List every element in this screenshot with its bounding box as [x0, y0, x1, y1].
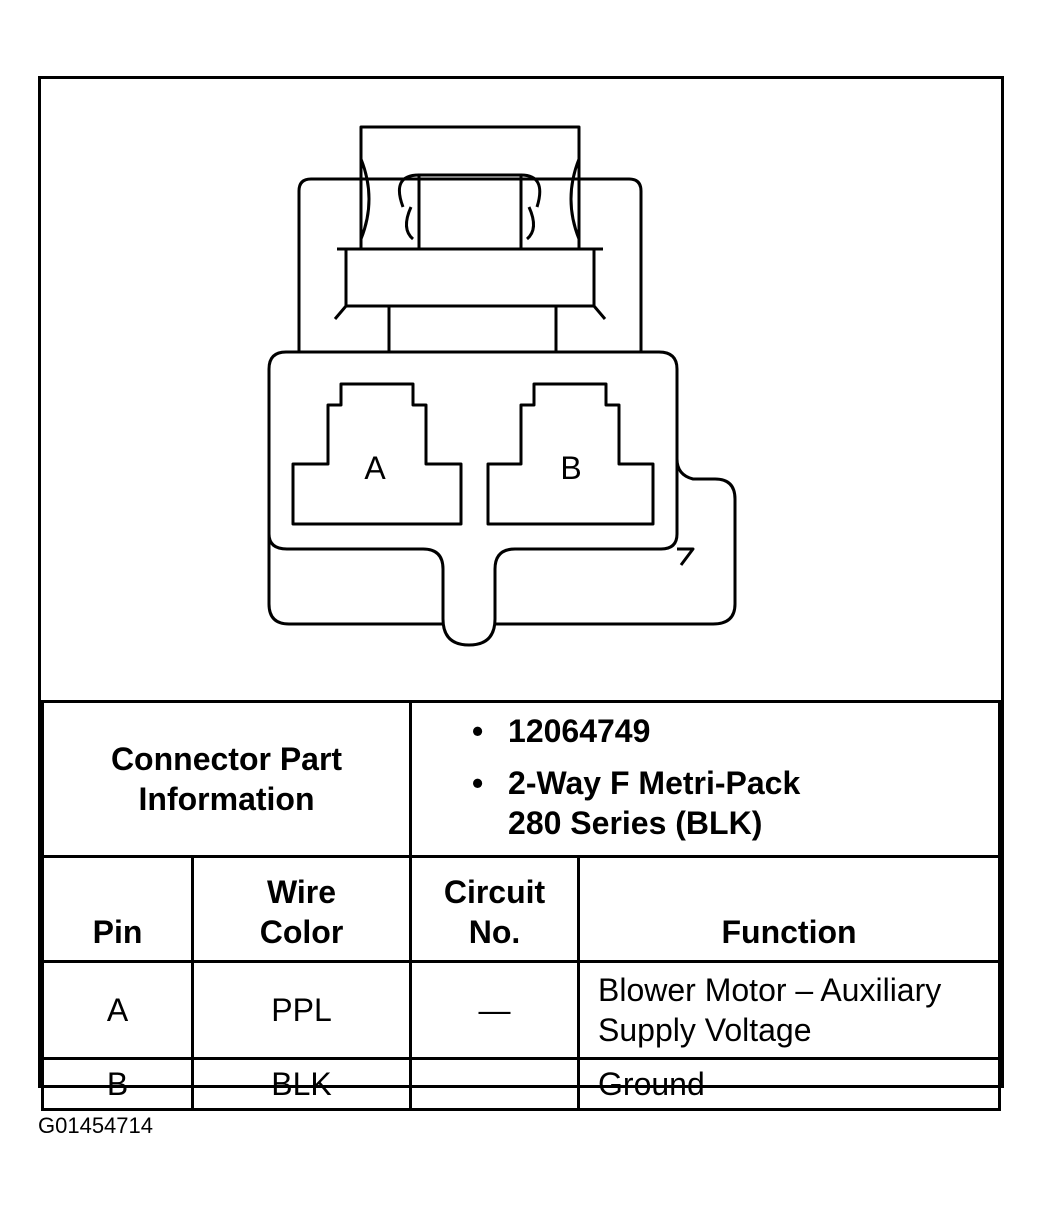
- header-circuit-no: Circuit No.: [409, 855, 581, 963]
- lock-button: [417, 173, 523, 251]
- pin-cell: A: [41, 960, 194, 1060]
- connector-illustration: A B: [267, 125, 737, 647]
- part-info-value: 12064749 2-Way F Metri-Pack 280 Series (…: [409, 700, 1001, 858]
- connector-info-table: Connector Part Information 12064749 2-Wa…: [40, 700, 1001, 1111]
- function-cell: Ground: [577, 1057, 1001, 1111]
- connector-drawing: A B: [41, 79, 1001, 700]
- terminal-a-cavity: [291, 382, 463, 526]
- part-info-label: Connector Part Information: [40, 700, 413, 858]
- terminal-b-cavity: [486, 382, 655, 526]
- part-description: 2-Way F Metri-Pack 280 Series (BLK): [472, 763, 998, 843]
- connector-frame: A B Connector Part Information 12064749 …: [38, 76, 1004, 1111]
- part-info-row: Connector Part Information 12064749 2-Wa…: [40, 700, 1001, 858]
- table-row: A PPL — Blower Motor – Auxiliary Supply …: [41, 960, 1001, 1060]
- connector-body: [267, 350, 679, 647]
- part-number: 12064749: [472, 711, 998, 751]
- cross-bar: [344, 247, 596, 308]
- lock-tab: [359, 125, 581, 249]
- header-function: Function: [577, 855, 1001, 963]
- circuit-cell: —: [409, 960, 581, 1060]
- header-pin: Pin: [41, 855, 194, 963]
- wire-color-cell: PPL: [190, 960, 413, 1060]
- function-cell: Blower Motor – Auxiliary Supply Voltage: [577, 960, 1001, 1060]
- table-header-row: Pin Wire Color Circuit No. Function: [41, 855, 1001, 963]
- terminal-a-label: A: [364, 450, 386, 486]
- housing-outline: [297, 177, 643, 352]
- figure-id: G01454714: [38, 1113, 153, 1138]
- pin-cell: B: [41, 1057, 194, 1111]
- wire-color-cell: BLK: [190, 1057, 413, 1111]
- terminal-b-label: B: [560, 450, 581, 486]
- header-wire-color: Wire Color: [190, 855, 413, 963]
- circuit-cell: —: [409, 1057, 581, 1111]
- table-row: B BLK — Ground: [41, 1057, 1001, 1111]
